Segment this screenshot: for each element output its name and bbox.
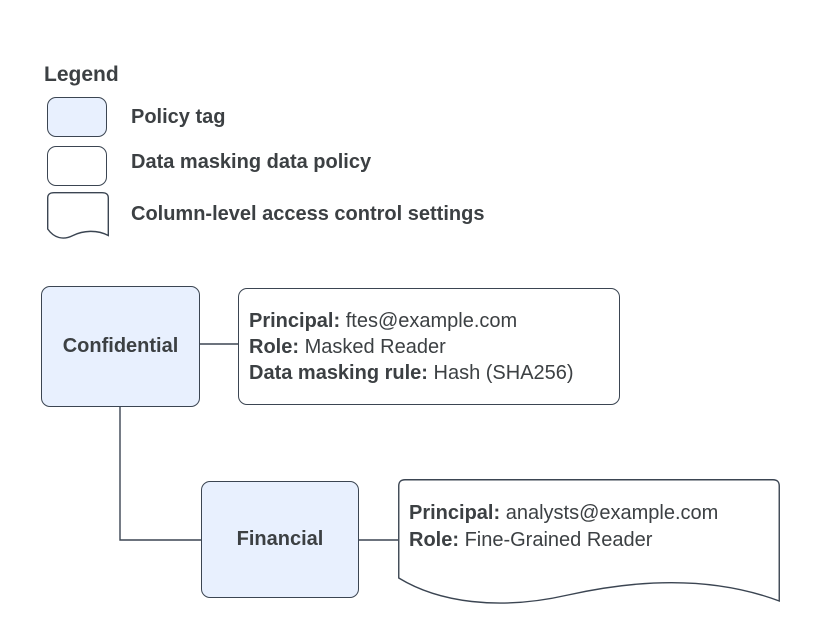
legend-label-data-masking-policy: Data masking data policy [131,151,372,173]
role-value: Masked Reader [304,335,446,358]
principal-label: Principal: [409,502,501,524]
principal-value: ftes@example.com [345,309,518,332]
masking-policy-role-line: Role: Masked Reader [249,334,609,360]
connector-confidential-to-financial [119,407,201,541]
masking-policy-rule-line: Data masking rule: Hash (SHA256) [249,360,609,386]
masking-rule-label: Data masking rule: [249,361,428,384]
access-settings-principal-line: Principal: analysts@example.com [409,500,718,527]
role-value: Fine-Grained Reader [464,529,653,551]
role-label: Role: [249,335,299,358]
legend-title: Legend [44,63,119,86]
access-settings-role-line: Role: Fine-Grained Reader [409,527,718,554]
node-column-access-settings: Principal: analysts@example.com Role: Fi… [398,479,780,606]
principal-label: Principal: [249,309,341,332]
document-shape [398,479,780,604]
node-data-masking-policy: Principal: ftes@example.com Role: Masked… [238,288,620,405]
legend-label-policy-tag: Policy tag [131,106,226,128]
principal-value: analysts@example.com [505,502,719,524]
masking-rule-value: Hash (SHA256) [433,361,574,384]
legend-policy-tag-swatch [47,97,107,137]
node-policy-tag-financial: Financial [201,481,359,598]
legend-data-policy-swatch [47,146,107,186]
legend-document-swatch [47,192,109,239]
confidential-label: Confidential [62,335,179,357]
access-settings-text: Principal: analysts@example.com Role: Fi… [409,500,718,554]
financial-label: Financial [236,528,324,550]
role-label: Role: [409,529,459,551]
node-policy-tag-confidential: Confidential [41,286,200,407]
legend-label-column-access: Column-level access control settings [131,203,485,225]
masking-policy-principal-line: Principal: ftes@example.com [249,308,609,334]
